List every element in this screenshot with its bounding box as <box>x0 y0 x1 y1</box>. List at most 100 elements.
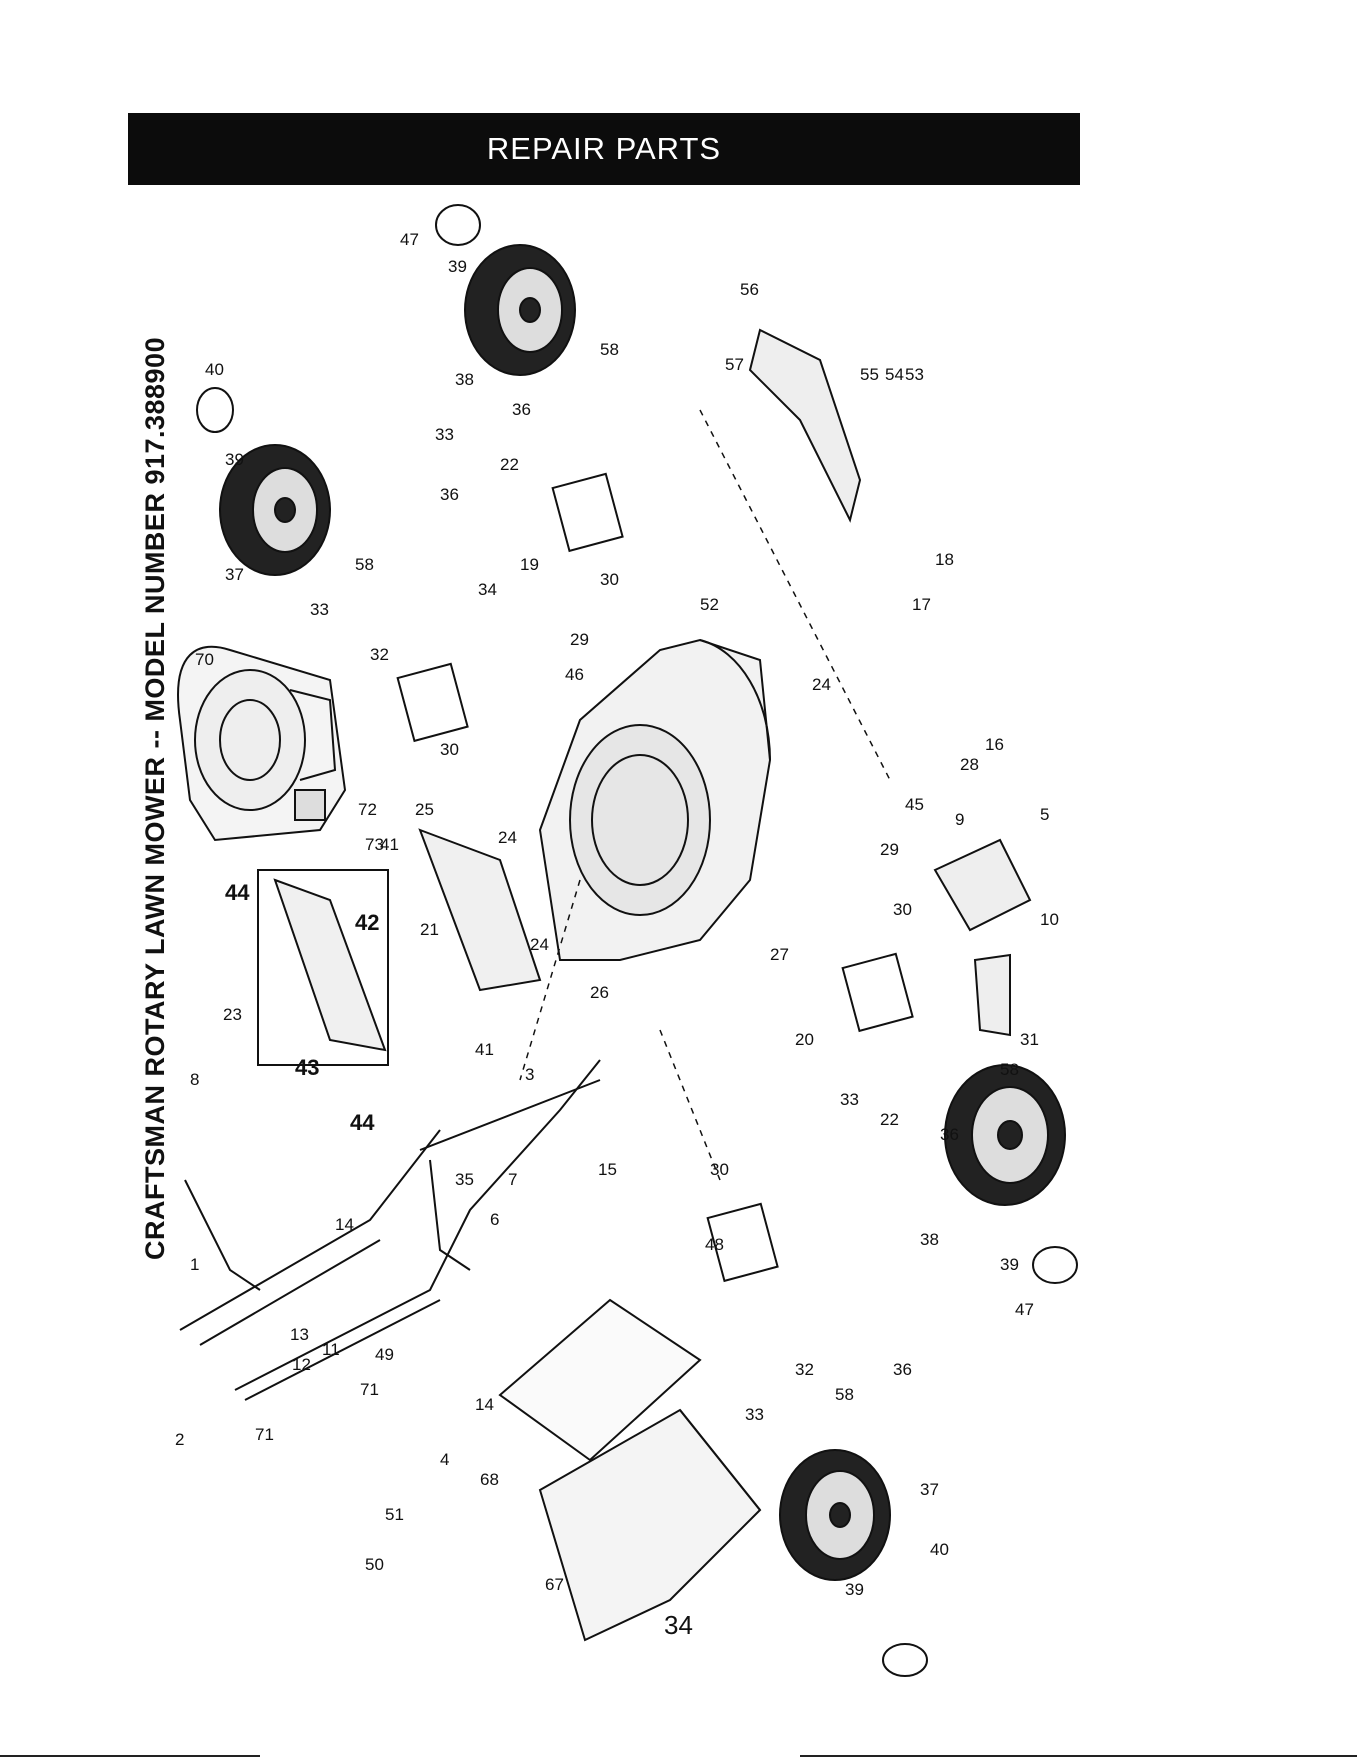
callout-72: 72 <box>358 800 377 819</box>
callout-38a: 38 <box>455 370 474 389</box>
callout-14b: 14 <box>475 1395 494 1414</box>
page-number: 34 <box>664 1610 693 1640</box>
chute-31 <box>973 953 1011 1037</box>
hubcap-40-bottom <box>882 1643 928 1677</box>
adjuster-19 <box>551 472 624 553</box>
callout-10: 10 <box>1040 910 1059 929</box>
callout-58b: 58 <box>355 555 374 574</box>
callout-6: 6 <box>490 1210 499 1229</box>
header-bar: REPAIR PARTS <box>128 113 1080 185</box>
callout-32b: 32 <box>795 1360 814 1379</box>
callout-55: 55 <box>860 365 879 384</box>
callout-30d: 30 <box>710 1160 729 1179</box>
adjuster-48 <box>706 1202 779 1283</box>
wheel-38-top <box>464 244 576 376</box>
callout-35: 35 <box>455 1170 474 1189</box>
callout-4: 4 <box>440 1450 449 1469</box>
callout-36c: 36 <box>940 1125 959 1144</box>
callout-54: 54 <box>885 365 904 384</box>
rear-shield <box>418 828 542 992</box>
page-title: REPAIR PARTS <box>486 131 722 166</box>
callout-7: 7 <box>508 1170 517 1189</box>
callout-71a: 71 <box>255 1425 274 1444</box>
callout-40a: 40 <box>205 360 224 379</box>
callout-29b: 29 <box>880 840 899 859</box>
bracket-box-23 <box>257 869 389 1066</box>
callout-19: 19 <box>520 555 539 574</box>
callout-22a: 22 <box>500 455 519 474</box>
callout-42: 42 <box>355 910 379 935</box>
callout-41a: 41 <box>380 835 399 854</box>
callout-51: 51 <box>385 1505 404 1524</box>
callout-29a: 29 <box>570 630 589 649</box>
callout-48: 48 <box>705 1235 724 1254</box>
callout-70: 70 <box>195 650 214 669</box>
callout-46: 46 <box>565 665 584 684</box>
callout-26: 26 <box>590 983 609 1002</box>
callout-49: 49 <box>375 1345 394 1364</box>
callout-44b: 44 <box>350 1110 375 1135</box>
callout-39b: 39 <box>448 257 467 276</box>
callout-71b: 71 <box>360 1380 379 1399</box>
blade <box>748 328 862 523</box>
callout-24c: 24 <box>530 935 549 954</box>
bottom-rule-left <box>0 1755 260 1757</box>
callout-58c: 58 <box>1000 1060 1019 1079</box>
callout-34: 34 <box>478 580 497 599</box>
callout-37a: 37 <box>225 565 244 584</box>
callout-14a: 14 <box>335 1215 354 1234</box>
callout-32a: 32 <box>370 645 389 664</box>
callout-47b: 47 <box>1015 1300 1034 1319</box>
mower-deck <box>538 638 772 961</box>
callout-27: 27 <box>770 945 789 964</box>
callout-52: 52 <box>700 595 719 614</box>
callout-21: 21 <box>420 920 439 939</box>
callout-58d: 58 <box>835 1385 854 1404</box>
callout-22b: 22 <box>880 1110 899 1129</box>
callout-58a: 58 <box>600 340 619 359</box>
callout-2: 2 <box>175 1430 184 1449</box>
wheel-37-bottom <box>779 1449 891 1581</box>
callout-43: 43 <box>295 1055 319 1080</box>
callout-11: 11 <box>322 1340 340 1359</box>
callout-57: 57 <box>725 355 744 374</box>
callout-68: 68 <box>480 1470 499 1489</box>
callout-16: 16 <box>985 735 1004 754</box>
callout-36d: 36 <box>893 1360 912 1379</box>
callout-45: 45 <box>905 795 924 814</box>
callout-50: 50 <box>365 1555 384 1574</box>
engine <box>177 645 347 842</box>
callout-30c: 30 <box>893 900 912 919</box>
callout-38b: 38 <box>920 1230 939 1249</box>
callout-31: 31 <box>1020 1030 1039 1049</box>
wheel-37-top <box>219 444 331 576</box>
callout-33b: 33 <box>310 600 329 619</box>
callout-41b: 41 <box>475 1040 494 1059</box>
callout-56: 56 <box>740 280 759 299</box>
callout-9: 9 <box>955 810 964 829</box>
handle-assembly <box>179 1059 601 1401</box>
hubcap-47-bottom <box>1032 1246 1078 1284</box>
adjuster-20 <box>841 952 914 1033</box>
callout-20: 20 <box>795 1030 814 1049</box>
callout-53: 53 <box>905 365 924 384</box>
callout-44a: 44 <box>225 880 250 905</box>
callout-24b: 24 <box>498 828 517 847</box>
callout-33a: 33 <box>435 425 454 444</box>
callout-47a: 47 <box>400 230 419 249</box>
chute-door <box>933 838 1032 932</box>
callout-36b: 36 <box>440 485 459 504</box>
grass-bag <box>498 1298 762 1642</box>
callout-30a: 30 <box>600 570 619 589</box>
callout-28: 28 <box>960 755 979 774</box>
callout-23: 23 <box>223 1005 242 1024</box>
hubcap-47-top <box>435 204 481 246</box>
callout-40b: 40 <box>930 1540 949 1559</box>
callout-33c: 33 <box>840 1090 859 1109</box>
callout-25: 25 <box>415 800 434 819</box>
callout-39d: 39 <box>845 1580 864 1599</box>
callout-12: 12 <box>292 1355 311 1374</box>
callout-73: 73 <box>365 835 384 854</box>
callout-1: 1 <box>190 1255 199 1274</box>
